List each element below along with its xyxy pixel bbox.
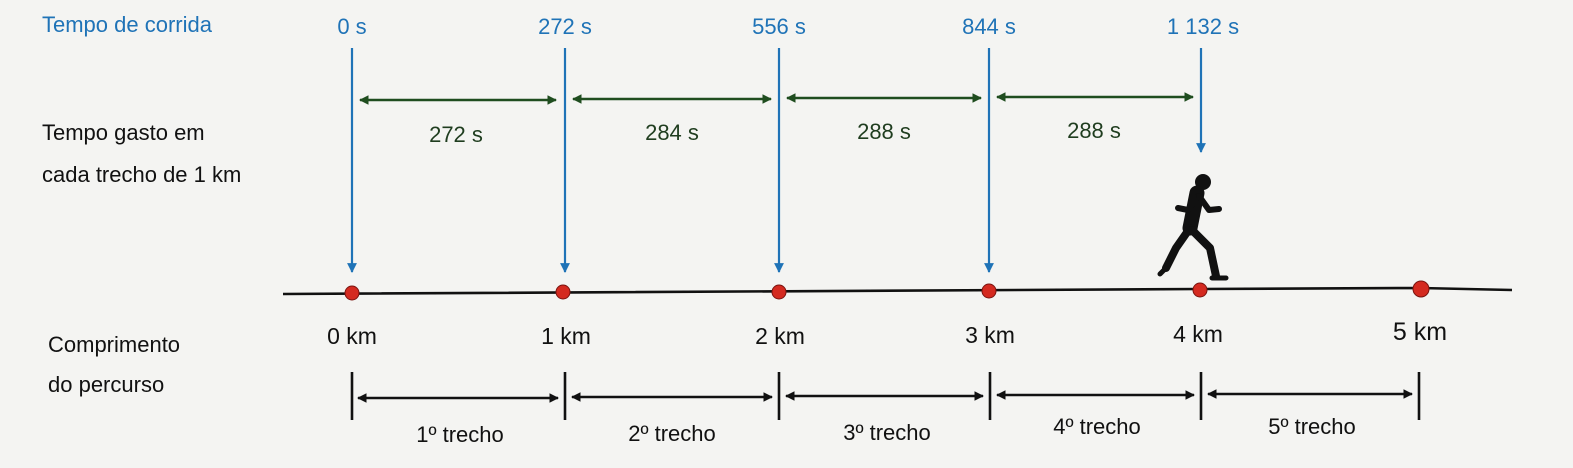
- km-label-5: 5 km: [1393, 318, 1447, 346]
- time-label-4: 1 132 s: [1167, 14, 1239, 39]
- time-label-3: 844 s: [962, 14, 1016, 39]
- run-time-label: Tempo de corrida: [42, 12, 213, 37]
- track-line: [282, 286, 1513, 296]
- split-label-1: 272 s: [429, 122, 483, 147]
- time-label-0: 0 s: [337, 14, 366, 39]
- km-dot-5: [1412, 280, 1430, 298]
- length-label-line2: do percurso: [48, 372, 164, 397]
- km-label-3: 3 km: [965, 322, 1015, 348]
- segment-label-5: 5º trecho: [1268, 414, 1356, 439]
- km-dot-0: [344, 285, 360, 301]
- split-label-4: 288 s: [1067, 118, 1121, 143]
- segment-label-1: 1º trecho: [416, 422, 504, 447]
- split-label-3: 288 s: [857, 119, 911, 144]
- km-dot-1: [555, 284, 571, 300]
- km-dot-2: [771, 284, 787, 300]
- length-label-line1: Comprimento: [48, 332, 180, 357]
- km-label-1: 1 km: [541, 323, 591, 349]
- km-label-2: 2 km: [755, 323, 805, 349]
- time-label-2: 556 s: [752, 14, 806, 39]
- runner-icon: [1157, 174, 1229, 281]
- km-label-4: 4 km: [1173, 321, 1223, 347]
- km-dot-3: [981, 283, 997, 299]
- segment-label-3: 3º trecho: [843, 420, 931, 445]
- segment-label-2: 2º trecho: [628, 421, 716, 446]
- km-dot-4: [1192, 282, 1208, 298]
- split-time-label-line2: cada trecho de 1 km: [42, 162, 241, 187]
- km-label-0: 0 km: [327, 323, 377, 349]
- segment-label-4: 4º trecho: [1053, 414, 1141, 439]
- split-time-label-line1: Tempo gasto em: [42, 120, 205, 145]
- time-label-1: 272 s: [538, 14, 592, 39]
- split-label-2: 284 s: [645, 120, 699, 145]
